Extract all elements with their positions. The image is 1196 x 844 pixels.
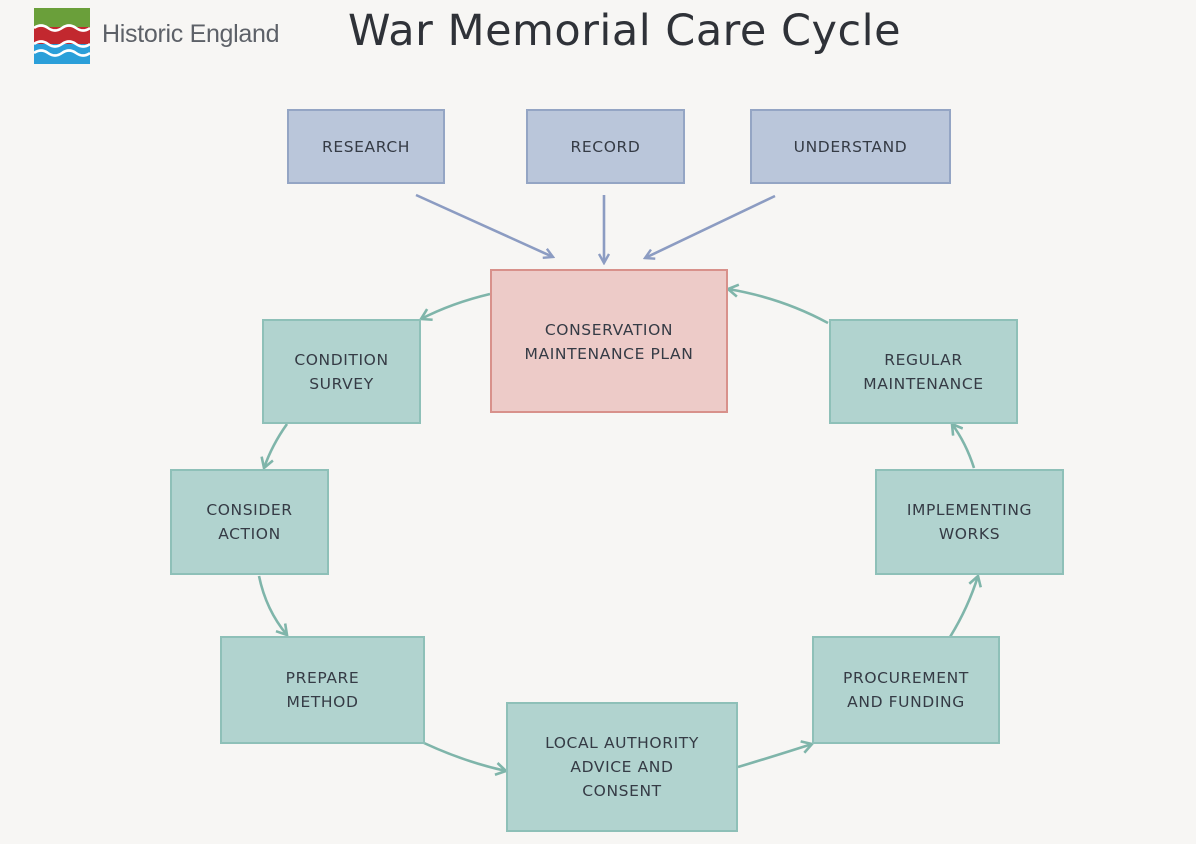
arrow-regular-maintenance-to-plan [728,289,829,325]
arrow-plan-to-condition-survey [421,292,491,319]
box-record: RECORD [526,109,685,184]
box-regular-maintenance: REGULAR MAINTENANCE [829,319,1018,424]
box-local-authority-advice-consent: LOCAL AUTHORITY ADVICE AND CONSENT [506,702,738,832]
arrow-consider-action-to-prepare-method [257,575,287,635]
arrow-prepare-method-to-local-authority [423,741,506,771]
logo-text: Historic England [102,20,280,48]
box-conservation-maintenance-plan: CONSERVATION MAINTENANCE PLAN [490,269,728,413]
arrow-understand-to-plan [645,194,776,258]
arrow-procurement-to-implementing [948,576,978,638]
arrow-local-authority-to-procurement [737,744,812,769]
box-consider-action: CONSIDER ACTION [170,469,329,575]
box-research: RESEARCH [287,109,445,184]
box-condition-survey: CONDITION SURVEY [262,319,421,424]
arrow-condition-survey-to-consider-action [264,423,289,468]
box-understand: UNDERSTAND [750,109,951,184]
box-procurement-and-funding: PROCUREMENT AND FUNDING [812,636,1000,744]
arrow-implementing-to-regular-maintenance [952,424,976,469]
page-title: War Memorial Care Cycle [348,6,902,56]
box-implementing-works: IMPLEMENTING WORKS [875,469,1064,575]
box-prepare-method: PREPARE METHOD [220,636,425,744]
arrow-research-to-plan [415,193,553,257]
historic-england-logo-icon [34,8,90,64]
